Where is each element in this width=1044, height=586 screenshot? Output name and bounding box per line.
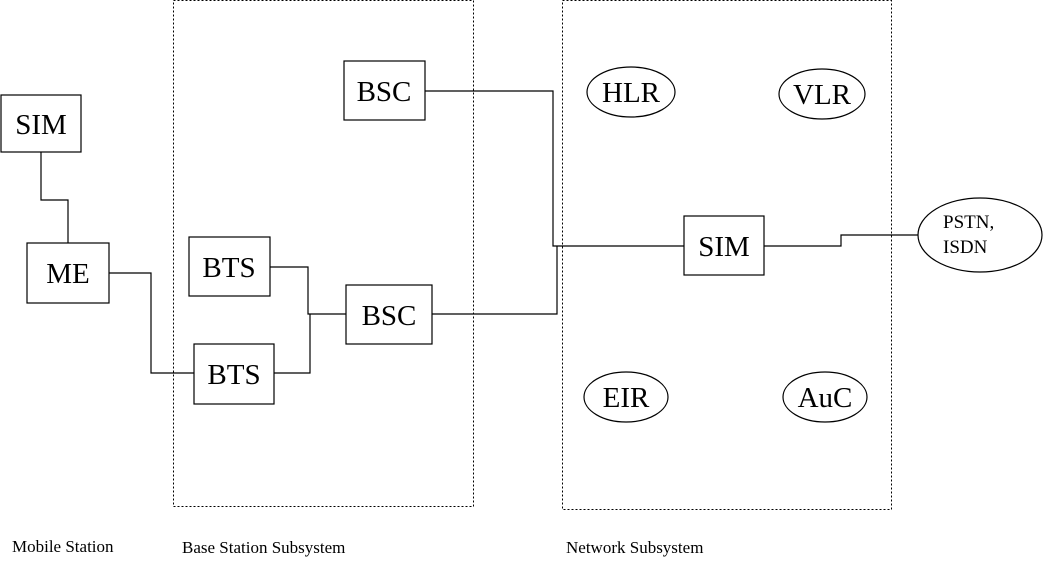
hlr-label: HLR [602, 77, 661, 109]
mobile-station-caption: Mobile Station [12, 537, 114, 556]
bsc-bottom-label: BSC [362, 300, 417, 332]
pstn-isdn-node[interactable]: PSTN, ISDN [917, 197, 1043, 273]
connector-msc-pstn [764, 234, 918, 247]
eir-label: EIR [603, 382, 650, 414]
isdn-label: ISDN [943, 237, 988, 258]
pstn-label: PSTN, [943, 212, 994, 233]
bts-top-label: BTS [202, 252, 255, 284]
eir-node[interactable]: EIR [583, 371, 669, 423]
auc-label: AuC [798, 382, 853, 414]
vlr-node[interactable]: VLR [778, 68, 866, 120]
bts-bottom-node[interactable]: BTS [193, 343, 275, 405]
base-station-subsystem-boundary [173, 0, 474, 507]
sim-ms-label: SIM [15, 109, 67, 141]
network-subsystem-caption: Network Subsystem [566, 538, 703, 557]
bsc-bottom-node[interactable]: BSC [345, 284, 433, 345]
vlr-label: VLR [793, 79, 852, 111]
network-subsystem-boundary [562, 0, 892, 510]
me-label: ME [46, 258, 90, 290]
connector-bsc-bottom-msc [432, 246, 558, 315]
bts-top-node[interactable]: BTS [188, 236, 271, 297]
hlr-node[interactable]: HLR [586, 66, 676, 118]
bts-bottom-label: BTS [207, 359, 260, 391]
connector-sim-me [40, 152, 69, 243]
connector-me-bts [109, 272, 194, 374]
connector-bts-bottom-bsc [274, 314, 311, 374]
connector-bsc-top-msc [425, 90, 684, 247]
connector-bts-top-bsc [270, 266, 346, 315]
auc-node[interactable]: AuC [782, 371, 868, 423]
bsc-top-node[interactable]: BSC [343, 60, 426, 121]
me-node[interactable]: ME [26, 242, 110, 304]
base-station-subsystem-caption: Base Station Subsystem [182, 538, 345, 557]
bsc-top-label: BSC [357, 76, 412, 108]
sim-ms-node[interactable]: SIM [0, 94, 82, 153]
sim-center-label: SIM [698, 231, 750, 263]
sim-center-node[interactable]: SIM [683, 215, 765, 276]
